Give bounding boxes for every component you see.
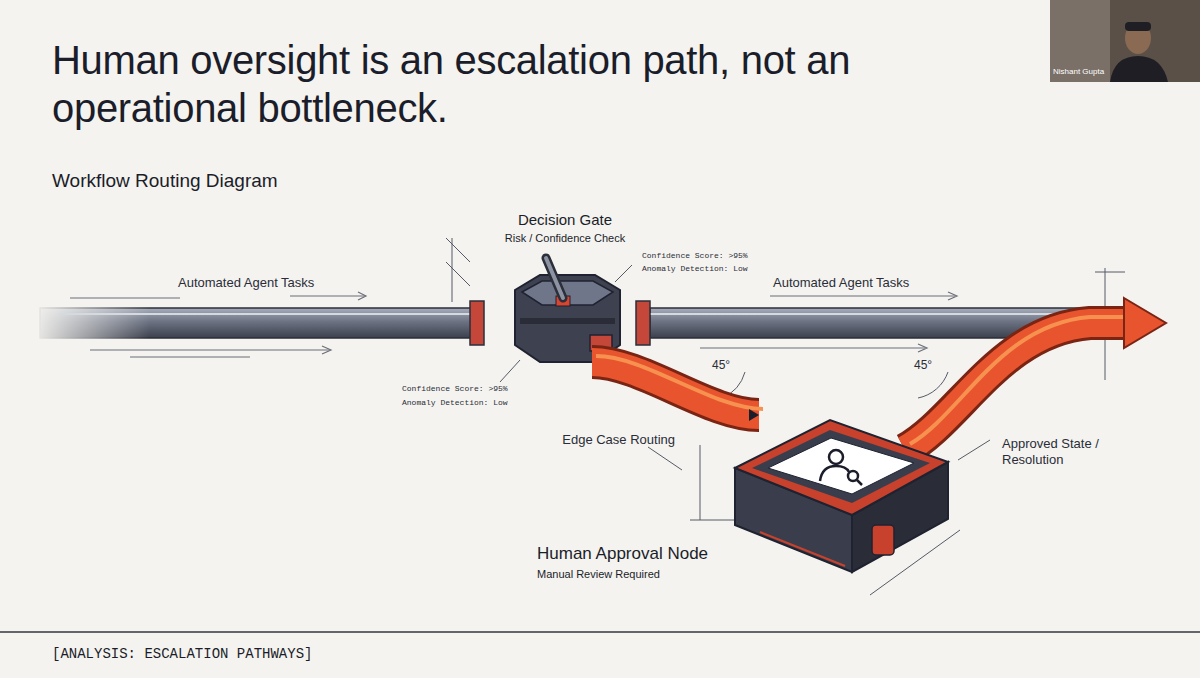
label: Automated Agent Tasks — [773, 275, 909, 291]
label: 45° — [914, 358, 932, 372]
human-approval-box — [735, 420, 948, 572]
label: Approved State / Resolution — [1002, 436, 1132, 467]
approval-node: Human Approval NodeManual Review Require… — [529, 415, 961, 595]
caption: [ANALYSIS: ESCALATION PATHWAYS] — [52, 646, 312, 662]
decision-gate: Decision GateRisk / Confidence Check — [490, 210, 640, 362]
label: Confidence Score: >95% — [642, 251, 748, 261]
node-subtitle: Risk / Confidence Check — [490, 230, 640, 247]
label: Anomaly Detection: Low — [642, 264, 748, 274]
label: Nishant Gupta — [1053, 67, 1104, 77]
label: Automated Agent Tasks — [178, 275, 314, 291]
title: Human oversight is an escalation path, n… — [52, 36, 852, 132]
label: Edge Case Routing — [560, 432, 675, 448]
exit-pipe — [905, 298, 1166, 450]
node-heading: Human Approval Node — [537, 543, 961, 566]
flange — [636, 301, 650, 345]
label: Workflow Routing Diagram — [52, 170, 278, 193]
node-subtitle: Manual Review Required — [537, 566, 961, 583]
rule — [0, 631, 1200, 633]
flange — [470, 301, 484, 345]
pipe-shine — [60, 313, 478, 315]
escalation-pipe — [592, 356, 763, 421]
label: Confidence Score: >95% — [402, 384, 508, 394]
dimension-lines — [446, 238, 1125, 595]
label: Anomaly Detection: Low — [402, 398, 508, 408]
pipe-shine — [650, 313, 1095, 315]
node-heading: Decision Gate — [490, 210, 640, 230]
webcam-tile — [1050, 0, 1200, 82]
label: 45° — [712, 358, 730, 372]
pipe-fade — [30, 300, 150, 346]
